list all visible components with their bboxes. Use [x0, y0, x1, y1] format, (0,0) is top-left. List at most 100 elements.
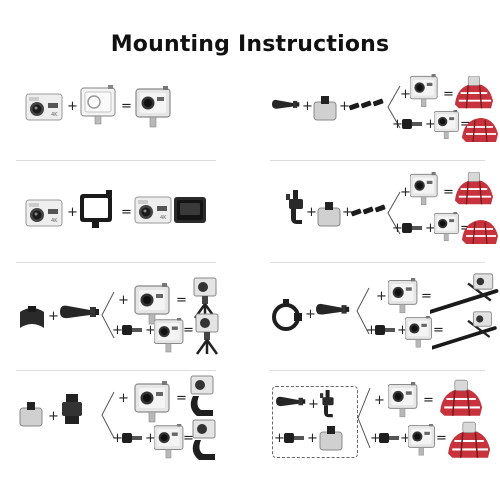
branch-bracket: [356, 287, 370, 335]
branch-bracket: [387, 191, 401, 235]
adhesive-pads-icon: [351, 204, 386, 217]
clip-mount-icon: [190, 375, 214, 417]
helmet-icon: [454, 76, 494, 110]
plus-sign: +: [400, 185, 411, 200]
equals-sign: =: [121, 205, 132, 220]
cased-camera-icon: [408, 424, 435, 456]
branch-bracket: [101, 391, 115, 439]
plus-sign: +: [397, 323, 408, 338]
plus-sign: +: [376, 289, 387, 304]
plus-sign: +: [274, 431, 285, 446]
extension-arm-icon: [316, 303, 350, 315]
branch-bracket: [387, 85, 401, 129]
helmet-icon: [454, 172, 494, 206]
branch-bracket: [101, 291, 115, 339]
divider-right-2: [270, 262, 485, 263]
equals-sign: =: [423, 393, 434, 408]
divider-right-3: [270, 370, 485, 371]
equals-sign: =: [443, 185, 454, 200]
plus-sign: +: [145, 431, 156, 446]
plus-sign: +: [370, 431, 381, 446]
equals-sign: =: [121, 99, 132, 114]
helmet-icon: [439, 379, 484, 417]
divider-left-3: [16, 370, 216, 371]
tripod-mount-icon: [194, 312, 220, 356]
tripod-adapter-icon: [402, 119, 422, 129]
adhesive-pads-icon: [349, 98, 384, 111]
extension-arm-icon: [276, 396, 306, 407]
plus-sign: +: [400, 87, 411, 102]
branch-bracket: [357, 387, 371, 449]
plus-sign: +: [118, 293, 129, 308]
plus-sign: +: [339, 99, 350, 114]
clip-mount-icon: [192, 419, 216, 461]
plus-sign: +: [302, 99, 313, 114]
plus-sign: +: [118, 391, 129, 406]
cased-camera-icon: [434, 110, 459, 140]
plus-sign: +: [112, 323, 123, 338]
plus-sign: +: [307, 431, 318, 446]
tripod-adapter-icon: [379, 433, 399, 443]
frame-icon: [80, 190, 112, 228]
cased-camera-icon: [135, 85, 171, 128]
flat-adhesive-base-icon: [313, 95, 337, 121]
plus-sign: +: [67, 205, 78, 220]
tripod-adapter-icon: [122, 433, 142, 443]
plus-sign: +: [392, 117, 403, 132]
plus-sign: +: [342, 205, 353, 220]
equals-sign: =: [176, 391, 187, 406]
flat-adhesive-base-icon: [317, 201, 341, 227]
plus-sign: +: [48, 409, 59, 424]
helmet-icon: [447, 421, 492, 459]
equals-sign: =: [183, 323, 194, 338]
equals-sign: =: [176, 293, 187, 308]
plus-sign: +: [145, 323, 156, 338]
flat-adhesive-base-icon: [19, 401, 43, 427]
flat-adhesive-base-icon: [319, 425, 343, 451]
plus-sign: +: [400, 431, 411, 446]
plus-sign: +: [306, 205, 317, 220]
plus-sign: +: [366, 323, 377, 338]
divider-right-1: [270, 160, 485, 161]
helmet-icon: [462, 117, 499, 143]
cased-camera-icon: [388, 382, 418, 418]
plus-sign: +: [425, 221, 436, 236]
bar-mount-icon: [432, 310, 497, 350]
cased-camera-icon: [410, 172, 438, 206]
equals-sign: =: [433, 323, 444, 338]
plus-sign: +: [67, 99, 78, 114]
plus-sign: +: [374, 393, 385, 408]
extension-arm-icon: [60, 305, 99, 319]
cased-camera-icon: [405, 316, 432, 348]
kit-box: [272, 386, 358, 458]
plus-sign: +: [112, 431, 123, 446]
plus-sign: +: [305, 307, 316, 322]
plus-sign: +: [308, 397, 319, 412]
tripod-adapter-icon: [284, 433, 304, 443]
equals-sign: =: [460, 117, 471, 132]
page-title: Mounting Instructions: [110, 32, 390, 57]
cased-camera-icon: [154, 424, 184, 459]
plus-sign: +: [425, 117, 436, 132]
equals-sign: =: [183, 431, 194, 446]
equals-sign: =: [421, 289, 432, 304]
tripod-adapter-icon: [402, 223, 422, 233]
plus-sign: +: [48, 309, 59, 324]
tripod-adapter-icon: [122, 325, 142, 335]
cased-camera-icon: [434, 212, 459, 242]
open-case-icon: [174, 197, 206, 223]
cased-camera-icon: [134, 380, 170, 423]
equals-sign: =: [436, 431, 447, 446]
cased-camera-icon: [410, 74, 438, 108]
equals-sign: =: [443, 87, 454, 102]
helmet-icon: [462, 219, 499, 245]
cased-camera-icon: [388, 278, 418, 314]
j-hook-mount-icon: [320, 390, 334, 418]
camera-icon: [25, 199, 63, 227]
plus-sign: +: [392, 221, 403, 236]
divider-left-2: [16, 262, 216, 263]
j-hook-mount-icon: [272, 99, 300, 109]
j-hook-mount-icon: [286, 190, 303, 224]
buckle-mount-icon: [62, 394, 82, 424]
divider-left-1: [16, 160, 216, 161]
